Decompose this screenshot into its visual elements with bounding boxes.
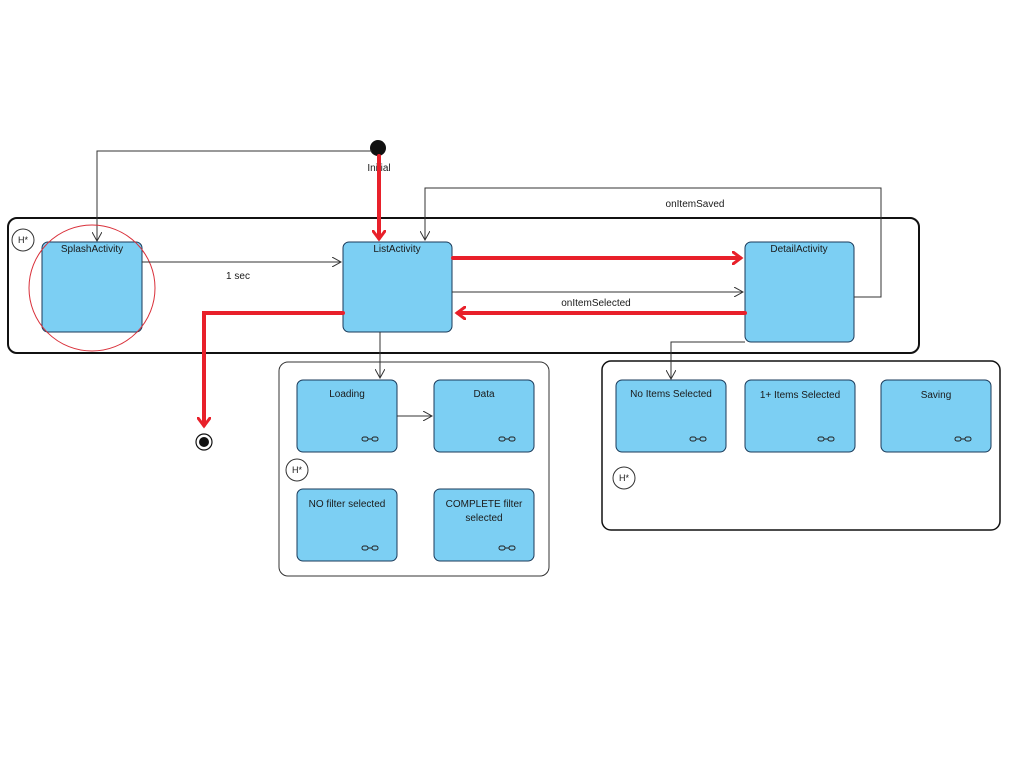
svg-text:Loading: Loading — [329, 389, 365, 400]
detail-to-substates-edge — [671, 341, 745, 379]
svg-text:No Items Selected: No Items Selected — [630, 389, 712, 400]
history-marker-main: H* — [11, 228, 35, 252]
edge-label-on-item-selected: onItemSelected — [561, 298, 631, 309]
svg-text:ListActivity: ListActivity — [373, 244, 420, 255]
saving-state[interactable]: Saving — [880, 379, 992, 453]
svg-text:SplashActivity: SplashActivity — [61, 244, 123, 255]
svg-text:H*: H* — [18, 235, 28, 245]
history-marker-detail: H* — [612, 466, 636, 490]
detail-to-list-saved-edge — [425, 187, 882, 298]
detail-activity-state[interactable]: DetailActivity — [744, 241, 855, 343]
composite-state-icon — [689, 436, 707, 442]
svg-text:1+ Items Selected: 1+ Items Selected — [760, 390, 840, 401]
composite-state-icon — [954, 436, 972, 442]
splash-highlight-circle — [28, 224, 156, 352]
svg-text:COMPLETE filter: COMPLETE filter — [446, 499, 523, 510]
final-node — [195, 433, 213, 451]
history-marker-list: H* — [285, 458, 309, 482]
no-items-selected-state[interactable]: No Items Selected — [615, 379, 727, 453]
edge-label-1-sec: 1 sec — [226, 271, 250, 282]
composite-state-icon — [498, 545, 516, 551]
splash-activity-state[interactable]: SplashActivity — [41, 241, 143, 333]
list-activity-state[interactable]: ListActivity — [342, 241, 453, 333]
edge-label-on-item-saved: onItemSaved — [666, 199, 725, 210]
svg-text:NO filter selected: NO filter selected — [309, 499, 386, 510]
no-filter-selected-state[interactable]: NO filter selected — [296, 488, 398, 562]
composite-state-icon — [498, 436, 516, 442]
svg-text:H*: H* — [619, 473, 629, 483]
svg-text:DetailActivity: DetailActivity — [770, 244, 827, 255]
composite-state-icon — [361, 436, 379, 442]
svg-text:Saving: Saving — [921, 390, 952, 401]
data-state[interactable]: Data — [433, 379, 535, 453]
svg-text:selected: selected — [465, 513, 502, 524]
composite-state-icon — [361, 545, 379, 551]
items-selected-state[interactable]: 1+ Items Selected — [744, 379, 856, 453]
svg-text:Data: Data — [473, 389, 495, 400]
svg-text:H*: H* — [292, 465, 302, 475]
complete-filter-selected-state[interactable]: COMPLETE filter selected — [433, 488, 535, 562]
composite-state-icon — [817, 436, 835, 442]
loading-state[interactable]: Loading — [296, 379, 398, 453]
main-activity-container — [7, 217, 920, 354]
initial-to-splash-edge — [97, 150, 372, 241]
red-list-to-final-path — [204, 311, 345, 425]
